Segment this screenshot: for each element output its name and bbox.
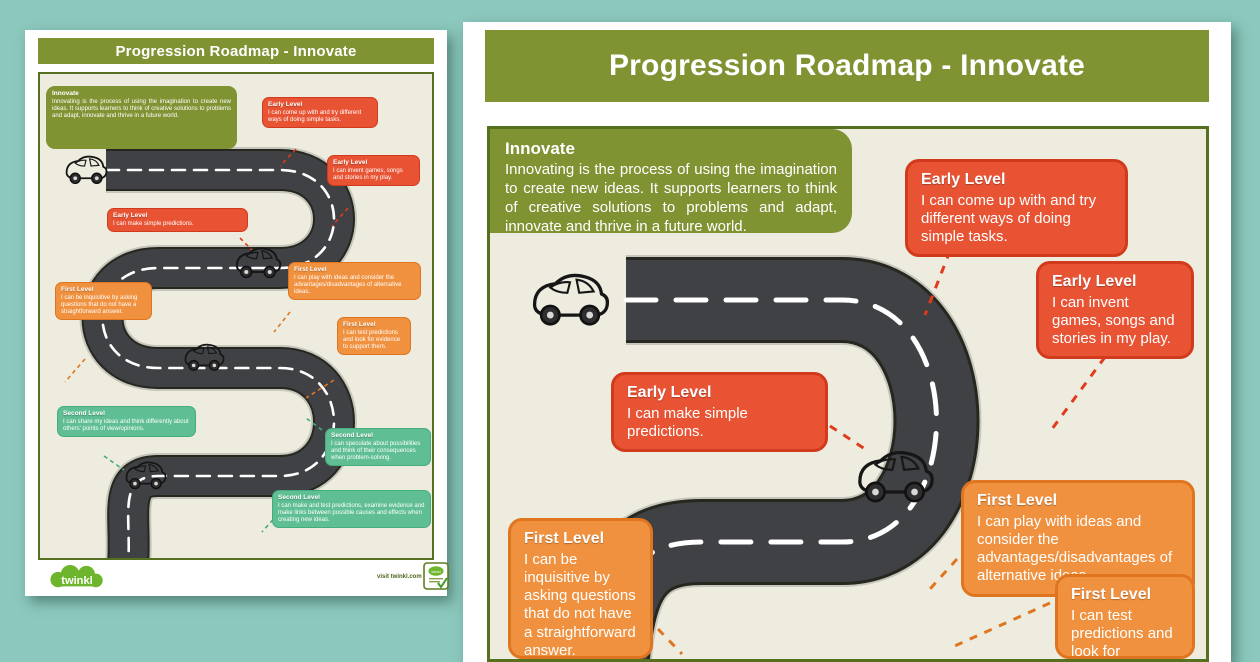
connector-line <box>305 379 335 399</box>
intro-body: Innovating is the process of using the i… <box>505 161 837 236</box>
callout-level-label: Early Level <box>921 171 1006 188</box>
callout-text: I can test predictions and look for evid… <box>1071 606 1173 661</box>
connector-line <box>928 557 959 591</box>
intro-box: Innovate Innovating is the process of us… <box>46 86 237 149</box>
page-thumbnail: Progression Roadmap - Innovate Innovate … <box>25 30 449 596</box>
callout-text: I can make and test predictions, examine… <box>278 502 425 523</box>
callout-early-level: Early Level I can come up with and try d… <box>905 159 1128 258</box>
twinkl-badge: twinkl <box>423 562 449 590</box>
roadmap-canvas: Innovate Innovating is the process of us… <box>38 72 434 560</box>
connector-line <box>829 424 869 453</box>
blue-car-icon <box>858 450 934 503</box>
badge-logo-text: twinkl <box>432 570 441 574</box>
resource-preview: { "poster": { "title": "Progression Road… <box>25 22 1231 662</box>
red-car-icon <box>184 343 225 372</box>
page-zoomed: Progression Roadmap - Innovate Innovate … <box>463 22 1231 662</box>
callout-early-level: Early Level I can invent games, songs an… <box>1036 261 1194 360</box>
callout-text: I can invent games, songs and stories in… <box>1052 293 1175 348</box>
callout-text: I can play with ideas and consider the a… <box>294 274 402 295</box>
callout-early-level: Early Level I can come up with and try d… <box>262 97 378 128</box>
blue-car-icon <box>125 461 167 490</box>
callout-level-label: First Level <box>977 492 1058 509</box>
callout-level-label: Early Level <box>333 159 368 166</box>
callout-level-label: Early Level <box>268 101 303 108</box>
callout-text: I can come up with and try different way… <box>268 109 362 123</box>
twinkl-logo: twinkl <box>50 565 103 588</box>
intro-body: Innovating is the process of using the i… <box>52 98 231 119</box>
callout-text: I can be inquisitive by asking questions… <box>61 294 138 315</box>
callout-level-label: Early Level <box>113 212 148 219</box>
roadmap-canvas: Innovate Innovating is the process of us… <box>487 126 1209 662</box>
callout-level-label: Second Level <box>331 432 373 439</box>
connector-line <box>279 148 297 167</box>
callout-level-label: First Level <box>294 266 327 273</box>
poster-title: Progression Roadmap - Innovate <box>608 49 1086 82</box>
visit-link: visit twinkl.com <box>377 574 422 580</box>
callout-first-level: First Level I can test predictions and l… <box>1055 574 1195 659</box>
twinkl-logo-text: twinkl <box>61 575 93 587</box>
connector-line <box>64 358 86 383</box>
callout-level-label: First Level <box>524 530 605 547</box>
callout-second-level: Second Level I can speculate about possi… <box>325 428 431 466</box>
callout-text: I can make simple predictions. <box>113 220 194 227</box>
callout-early-level: Early Level I can make simple prediction… <box>107 208 248 232</box>
callout-level-label: First Level <box>61 286 94 293</box>
callout-text: I can invent games, songs and stories in… <box>333 167 403 181</box>
callout-level-label: First Level <box>343 321 376 328</box>
poster-title: Progression Roadmap - Innovate <box>115 42 357 60</box>
blue-car-icon <box>235 247 282 279</box>
callout-level-label: Early Level <box>1052 273 1137 290</box>
poster-header: Progression Roadmap - Innovate <box>485 30 1209 102</box>
callout-text: I can make simple predictions. <box>627 404 748 440</box>
callout-level-label: Early Level <box>627 384 712 401</box>
connector-line <box>305 417 323 431</box>
callout-first-level: First Level I can test predictions and l… <box>337 317 411 355</box>
connector-line <box>273 311 291 333</box>
connector-line <box>656 627 684 656</box>
poster-header: Progression Roadmap - Innovate <box>38 38 434 64</box>
intro-heading: Innovate <box>52 90 79 97</box>
callout-level-label: First Level <box>1071 586 1152 603</box>
callout-text: I can share my ideas and think different… <box>63 418 189 432</box>
callout-first-level: First Level I can play with ideas and co… <box>288 262 421 300</box>
connector-line <box>947 601 1051 651</box>
callout-level-label: Second Level <box>278 494 320 501</box>
callout-first-level: First Level I can be inquisitive by aski… <box>55 282 152 320</box>
connector-line <box>1050 356 1107 430</box>
intro-heading: Innovate <box>505 139 575 158</box>
callout-text: I can come up with and try different way… <box>921 191 1097 246</box>
callout-text: I can be inquisitive by asking questions… <box>524 550 636 659</box>
connector-line <box>239 237 253 251</box>
roadmap-road <box>64 147 357 558</box>
callout-text: I can test predictions and look for evid… <box>343 329 401 350</box>
callout-second-level: Second Level I can share my ideas and th… <box>57 406 196 437</box>
callout-early-level: Early Level I can invent games, songs an… <box>327 155 420 186</box>
red-car-icon <box>532 273 610 326</box>
callout-level-label: Second Level <box>63 410 105 417</box>
callout-first-level: First Level I can be inquisitive by aski… <box>508 518 653 659</box>
callout-text: I can speculate about possibilities and … <box>331 440 421 461</box>
red-car-icon <box>65 155 108 185</box>
callout-early-level: Early Level I can make simple prediction… <box>611 372 828 453</box>
callout-second-level: Second Level I can make and test predict… <box>272 490 431 528</box>
connector-line <box>923 250 952 316</box>
intro-box: Innovate Innovating is the process of us… <box>490 129 852 235</box>
